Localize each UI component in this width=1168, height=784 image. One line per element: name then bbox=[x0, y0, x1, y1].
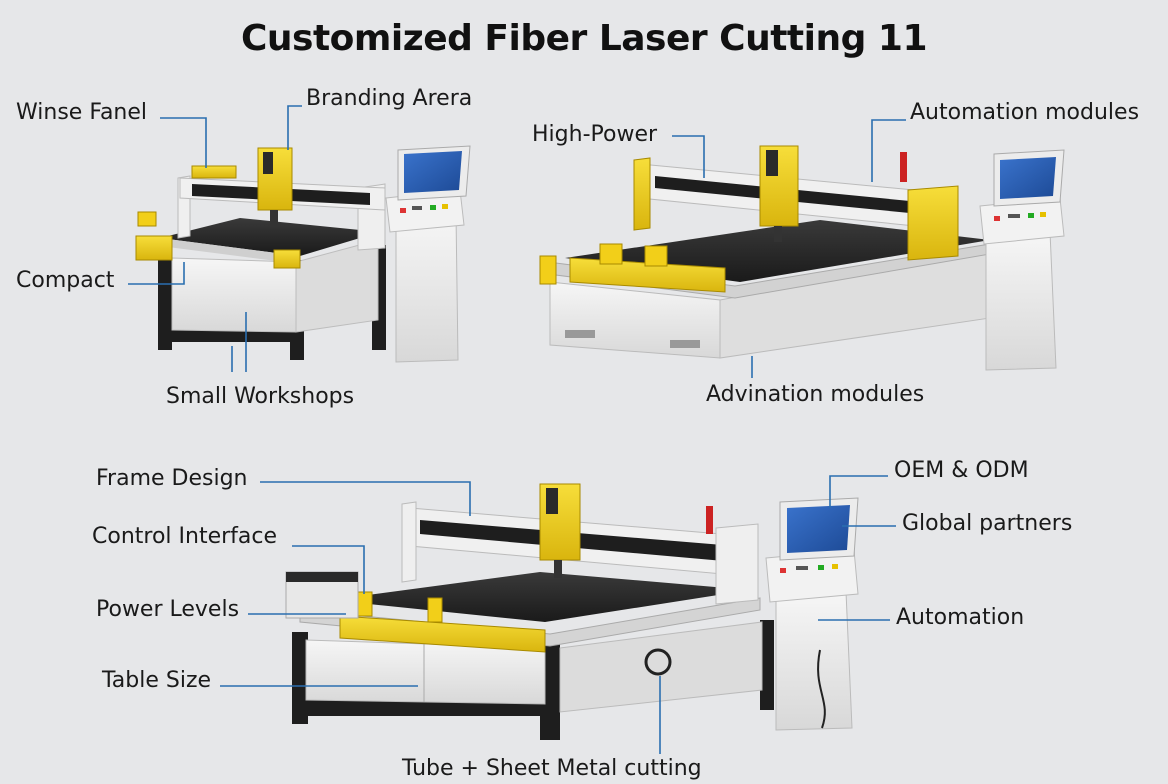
machine3-leg bbox=[760, 620, 774, 710]
machine1-button bbox=[430, 205, 436, 210]
machine1-button bbox=[400, 208, 406, 213]
machine1-bed bbox=[160, 218, 380, 256]
machine2-vent bbox=[670, 340, 700, 348]
machine3-button bbox=[832, 564, 838, 569]
callout-line-branding-arera bbox=[287, 105, 302, 150]
machine1-table-edge bbox=[160, 238, 300, 264]
machine2-yellow-end bbox=[633, 157, 651, 231]
callout-line-frame-design bbox=[260, 481, 471, 516]
machine3-beacon bbox=[706, 506, 713, 534]
label-high-power: High-Power bbox=[532, 122, 658, 147]
machine2-head-dark bbox=[766, 150, 778, 176]
callout-lines bbox=[128, 105, 906, 754]
label-oem-odm: OEM & ODM bbox=[894, 458, 1029, 483]
callout-line-compact bbox=[128, 262, 185, 285]
machine2-vent bbox=[565, 330, 595, 338]
label-automation-modules: Automation modules bbox=[910, 100, 1140, 125]
machine2-beacon bbox=[900, 152, 907, 182]
label-automation: Automation bbox=[896, 605, 1025, 630]
label-table-size: Table Size bbox=[102, 668, 212, 693]
machine2-button bbox=[1028, 213, 1034, 218]
machine3-head-nozzle bbox=[554, 560, 562, 578]
machine2-console bbox=[979, 197, 1065, 245]
machine1-screen bbox=[404, 151, 462, 193]
machine1-head-dark bbox=[263, 152, 273, 174]
compact-machine bbox=[135, 145, 471, 363]
oem-machine bbox=[285, 483, 859, 740]
callout-line-high-power bbox=[672, 135, 705, 178]
machine3-pedestal bbox=[775, 591, 853, 731]
machine1-button bbox=[412, 206, 422, 210]
machine1-yellow-block bbox=[273, 249, 301, 269]
label-advination-modules: Advination modules bbox=[706, 382, 925, 407]
machine3-yellow-block bbox=[427, 597, 443, 623]
machine2-button bbox=[1008, 214, 1020, 218]
machine3-button bbox=[796, 566, 808, 570]
machine2-yellow-end bbox=[907, 185, 959, 261]
label-compact: Compact bbox=[16, 268, 115, 293]
label-control-interface: Control Interface bbox=[92, 524, 278, 549]
machine3-button bbox=[818, 565, 824, 570]
machine3-cable-coil bbox=[644, 648, 672, 676]
machine3-button bbox=[780, 568, 786, 573]
label-tube-sheet: Tube + Sheet Metal cutting bbox=[402, 756, 702, 781]
high-power-machine bbox=[539, 145, 1065, 371]
machine2-screen bbox=[1000, 157, 1056, 199]
machine3-cabinet-side bbox=[559, 621, 763, 713]
label-small-workshops: Small Workshops bbox=[166, 384, 355, 409]
machine2-button bbox=[994, 216, 1000, 221]
machine3-yellow-block bbox=[357, 591, 373, 617]
machine2-yellow-block bbox=[599, 243, 623, 265]
label-winse-fanel: Winse Fanel bbox=[16, 100, 148, 125]
label-frame-design: Frame Design bbox=[96, 466, 248, 491]
machine2-yellow-block bbox=[644, 245, 668, 267]
machine1-cabinet-side bbox=[295, 239, 379, 333]
machine1-head-nozzle bbox=[270, 210, 278, 226]
machine3-base-rail bbox=[292, 700, 552, 716]
machine3-front-carriage bbox=[339, 615, 546, 653]
machine1-button bbox=[442, 204, 448, 209]
label-power-levels: Power Levels bbox=[96, 597, 240, 622]
machine2-head-nozzle bbox=[774, 226, 782, 242]
machine3-screen bbox=[787, 505, 850, 553]
callout-line-oem-odm bbox=[829, 475, 888, 508]
label-global-partners: Global partners bbox=[902, 511, 1073, 536]
machine1-leg bbox=[158, 255, 172, 350]
machine2-front-carriage bbox=[569, 257, 726, 293]
machine1-pedestal bbox=[395, 213, 459, 363]
machine1-cabinet-front bbox=[171, 257, 297, 333]
label-branding-arera: Branding Arera bbox=[306, 86, 473, 111]
machine3-cable bbox=[817, 649, 826, 729]
callout-line-control-interface bbox=[292, 545, 365, 594]
machine2-button bbox=[1040, 212, 1046, 217]
page-title: Customized Fiber Laser Cutting 11 bbox=[240, 18, 928, 59]
callout-line-winse-fanel bbox=[160, 117, 207, 168]
machine2-laser-head bbox=[759, 145, 799, 227]
machine1-yellow-cap bbox=[191, 165, 237, 179]
machine3-side-box-top bbox=[286, 572, 358, 582]
machine3-head-dark bbox=[546, 488, 558, 514]
machine3-gantry-plate bbox=[401, 501, 417, 583]
callout-line-automation-modules bbox=[871, 119, 906, 182]
machine1-yellow-block bbox=[135, 235, 173, 261]
machine3-gantry-plate bbox=[715, 523, 759, 605]
machine2-pedestal bbox=[985, 231, 1057, 371]
machine2-yellow-block bbox=[539, 255, 557, 285]
machine1-yellow-block bbox=[137, 211, 157, 227]
